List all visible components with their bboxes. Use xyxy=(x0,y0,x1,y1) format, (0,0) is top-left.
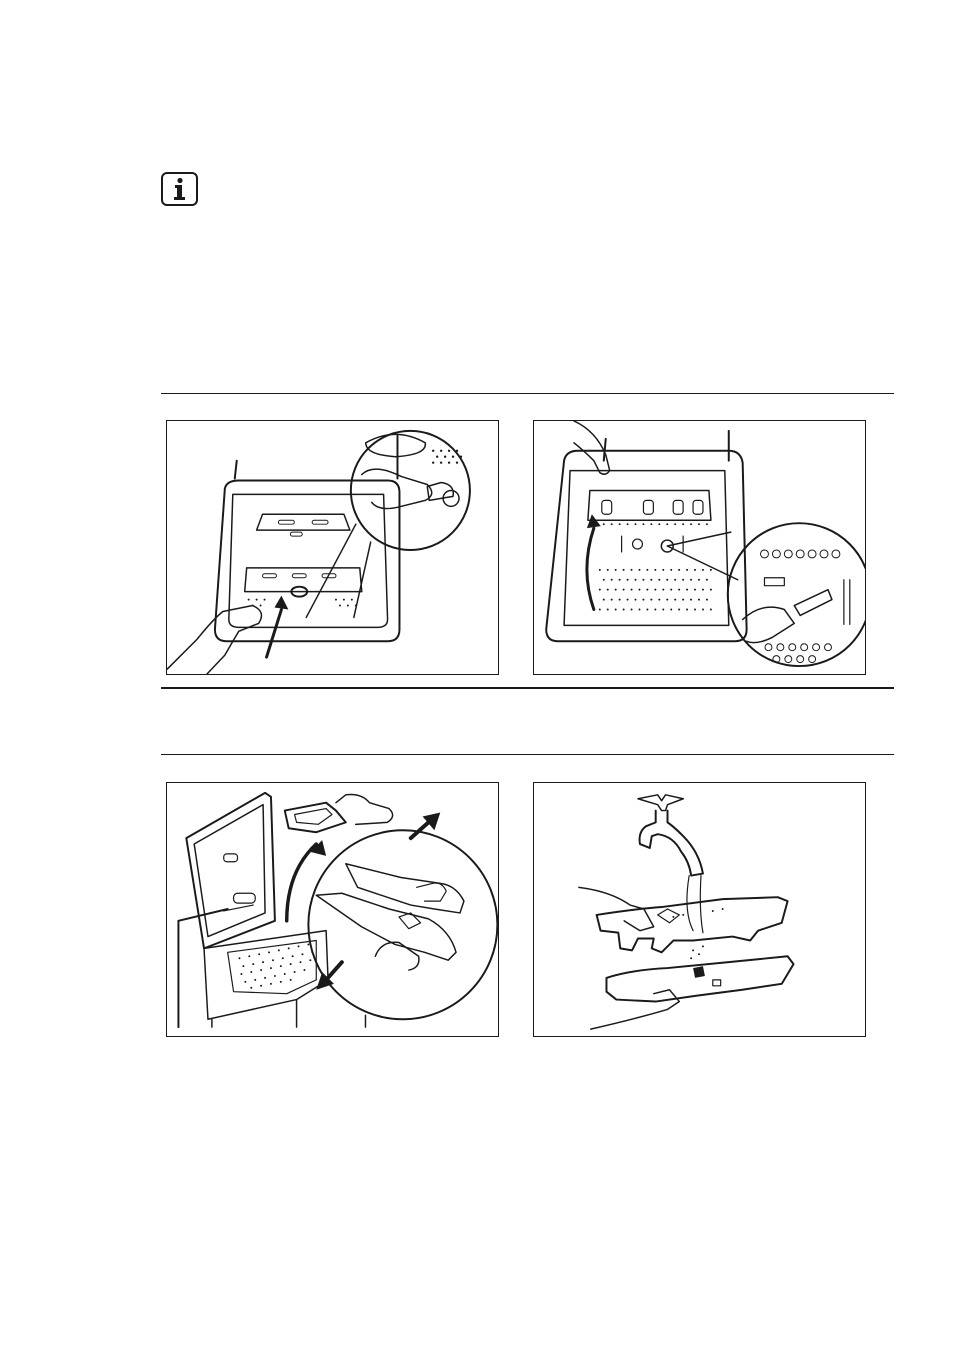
remove-dispenser-icon xyxy=(167,783,498,1036)
clean-dispenser-brush-icon xyxy=(167,421,498,674)
figure-clean-dispenser-brush xyxy=(166,420,499,675)
section-divider-middle xyxy=(161,687,894,689)
section-divider-top xyxy=(161,393,894,394)
section-divider-lower xyxy=(161,754,894,755)
info-icon xyxy=(161,172,198,206)
clean-drum-recess-brush-icon xyxy=(534,421,865,674)
figure-clean-drum-recess-brush xyxy=(533,420,866,675)
figure-rinse-dispenser-tap xyxy=(533,782,866,1037)
rinse-dispenser-tap-icon xyxy=(534,783,865,1036)
figure-remove-dispenser xyxy=(166,782,499,1037)
